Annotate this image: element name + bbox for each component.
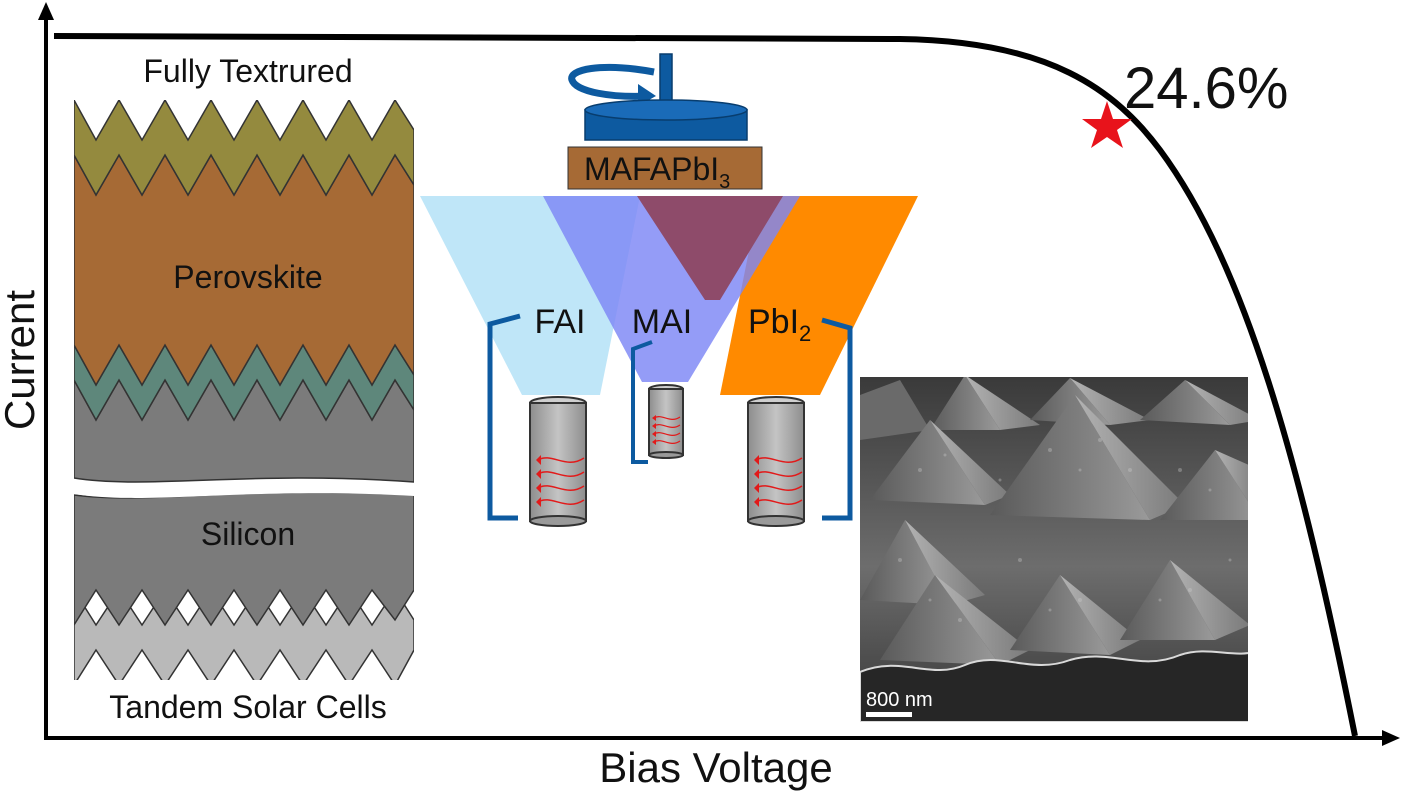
spin-coater-icon: MAFAPbI3 [567, 53, 763, 193]
y-axis-arrowhead [38, 2, 54, 20]
efficiency-value: 24.6% [1124, 56, 1288, 121]
holder-pbi2 [821, 317, 853, 521]
sem-micrograph: 800 nm [860, 377, 1248, 722]
layer-top-contact [74, 100, 414, 197]
layer-label-silicon: Silicon [201, 516, 295, 552]
product-formula: MAFAPbI3 [584, 151, 730, 193]
spin-shaft [659, 53, 673, 107]
scale-bar-label: 800 nm [866, 689, 933, 711]
coevaporation-setup: FAI MAI PbI2 [420, 196, 918, 527]
holder-mai [631, 340, 653, 464]
efficiency-star-marker [1082, 101, 1132, 148]
sem-pyramids-back [860, 377, 1248, 440]
layer-separator [74, 480, 414, 498]
sem-pyramids-middle [870, 395, 1248, 520]
spin-chuck-top [584, 99, 748, 121]
crucible-mai-base [648, 451, 684, 459]
x-axis-label: Bias Voltage [599, 744, 833, 791]
sem-grain-texture [898, 438, 1232, 622]
stack-bottom-caption: Tandem Solar Cells [109, 689, 386, 725]
crucible-fai-base [529, 515, 587, 527]
rotation-arrow-icon [568, 63, 655, 100]
label-pbi2: PbI2 [748, 303, 811, 346]
layer-label-perovskite: Perovskite [173, 259, 322, 295]
label-mai: MAI [632, 303, 692, 341]
holder-fai [487, 313, 521, 521]
crucible-mai [648, 388, 684, 456]
y-axis-label: Current [0, 290, 43, 430]
jv-curve [53, 33, 1358, 737]
heater-pbi2 [755, 457, 803, 505]
sem-cross-section-edge [860, 650, 1248, 722]
label-fai: FAI [534, 303, 585, 341]
product-substrate [567, 146, 763, 190]
x-axis-arrowhead [1382, 730, 1400, 746]
layer-silicon-lower [74, 491, 414, 627]
tandem-stack: Fully Textrured Perovskite Silicon Tande… [74, 53, 414, 725]
scale-bar [866, 712, 912, 717]
sem-pyramids-front [860, 520, 1248, 665]
crucible-pbi2-base [747, 515, 805, 527]
heater-fai [537, 457, 585, 505]
heater-mai [653, 416, 681, 445]
beam-overlap [637, 196, 783, 300]
stack-top-caption: Fully Textrured [143, 53, 352, 89]
